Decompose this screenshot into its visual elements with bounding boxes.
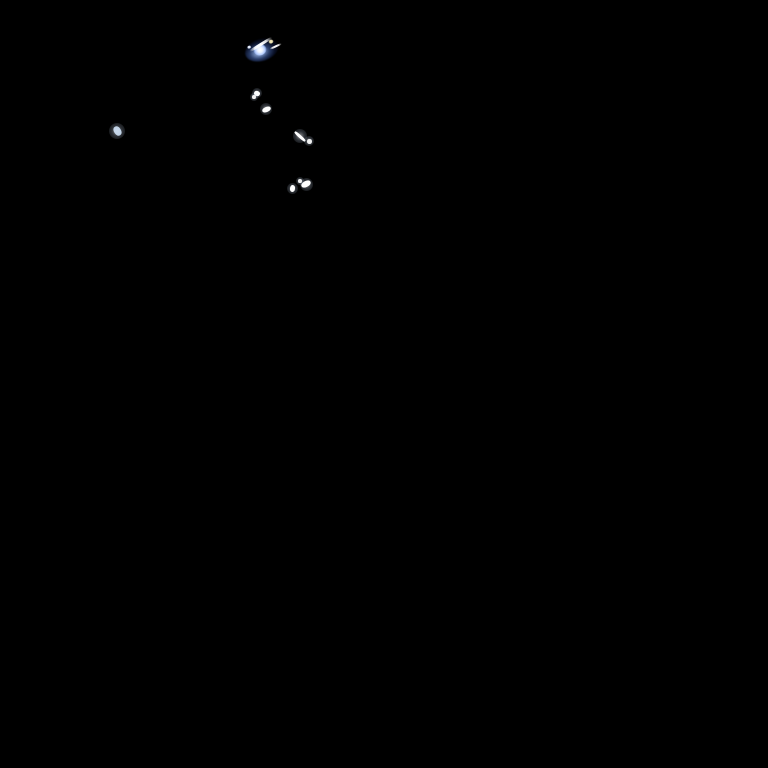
source-glow [296, 177, 304, 185]
source-glow [304, 136, 314, 146]
source-glow [260, 103, 272, 115]
source-glow [109, 123, 125, 139]
source-glow [250, 93, 258, 101]
source-glow [286, 182, 298, 194]
